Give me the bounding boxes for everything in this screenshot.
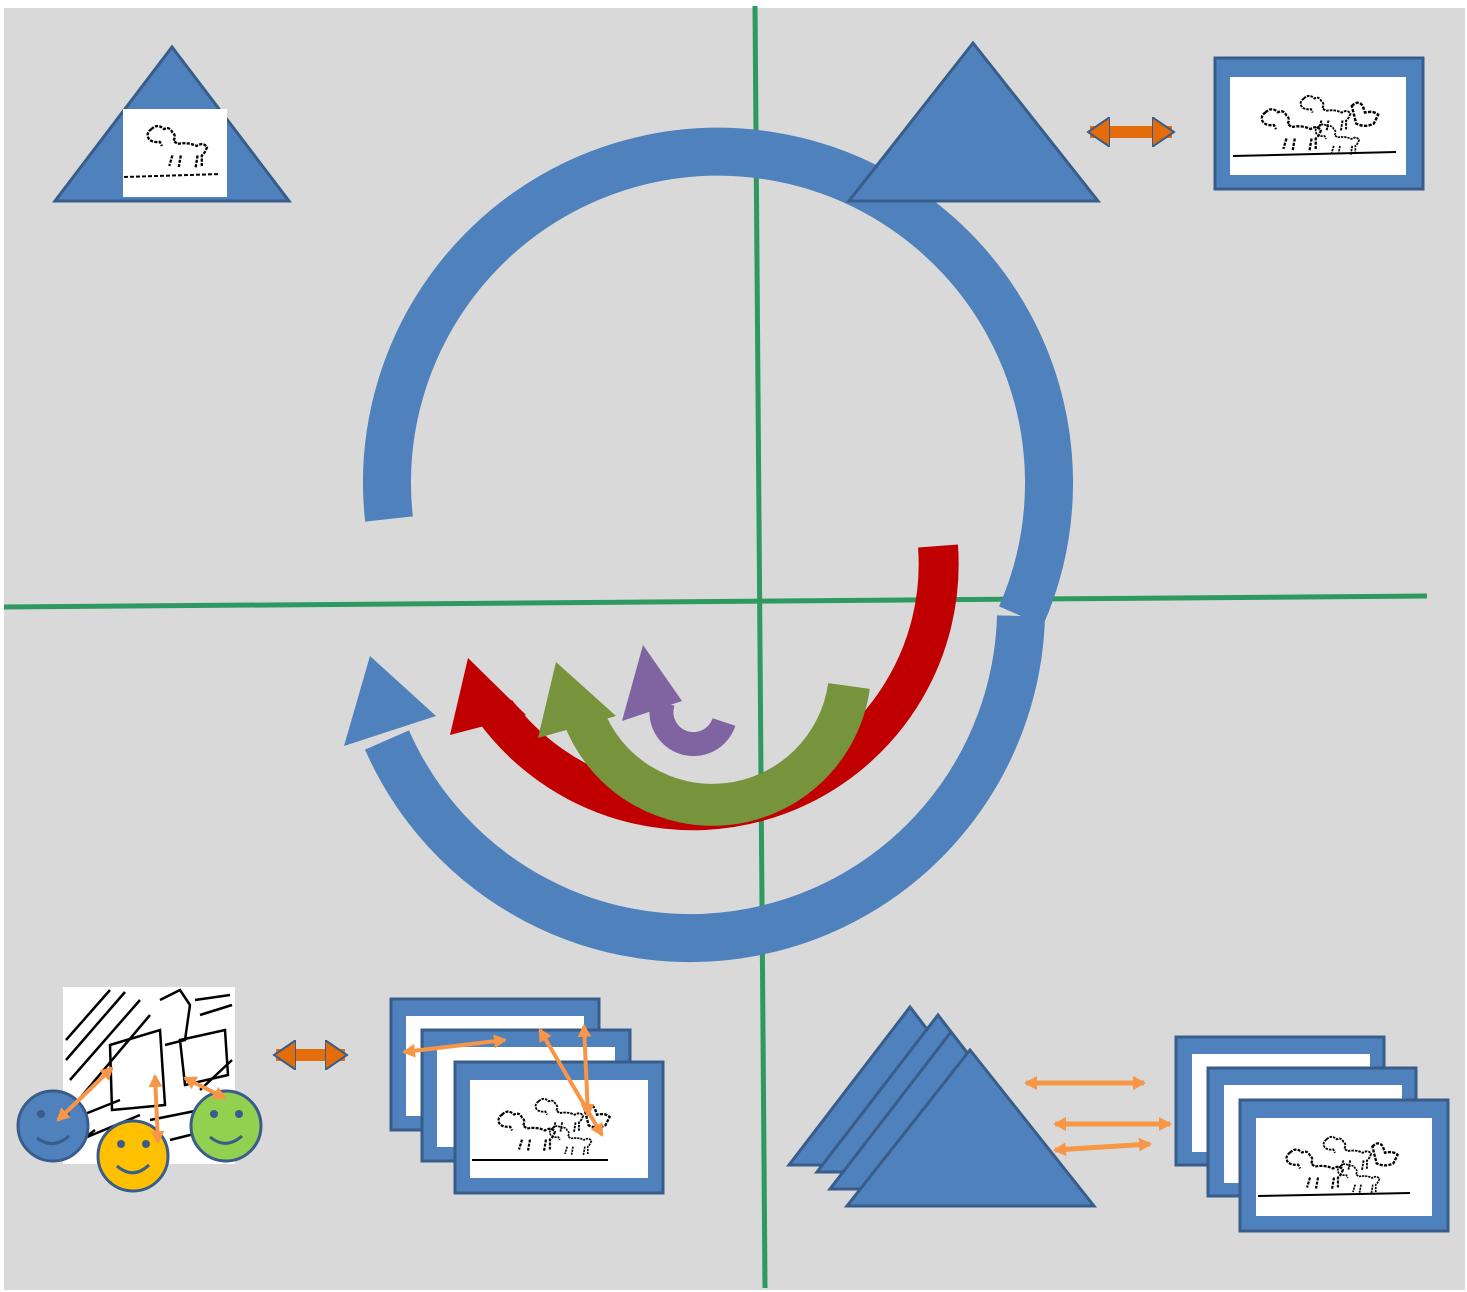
green-smiley-face bbox=[189, 1089, 263, 1163]
bottom-right-quadrant bbox=[785, 1004, 1450, 1233]
group-interaction-arrows bbox=[1024, 1076, 1172, 1157]
dog-sketch-picture bbox=[123, 109, 227, 197]
picture-card-stack bbox=[1174, 1035, 1450, 1233]
green-cycle-arrow bbox=[538, 662, 870, 826]
triangle-shape bbox=[845, 40, 1102, 203]
vertical-axis bbox=[752, 5, 768, 1289]
triangle-stack bbox=[785, 1004, 1098, 1208]
top-left-quadrant bbox=[51, 44, 293, 203]
smiley-interaction-arrows bbox=[56, 1066, 227, 1144]
outer-blue-cycle-arrow bbox=[344, 127, 1073, 963]
picture-card bbox=[1213, 56, 1425, 191]
bottom-left-quadrant bbox=[16, 987, 665, 1195]
horizontal-axis bbox=[3, 593, 1428, 610]
card-interaction-arrows bbox=[402, 1024, 604, 1137]
top-right-quadrant bbox=[845, 40, 1425, 203]
purple-cycle-arrow bbox=[622, 645, 736, 757]
